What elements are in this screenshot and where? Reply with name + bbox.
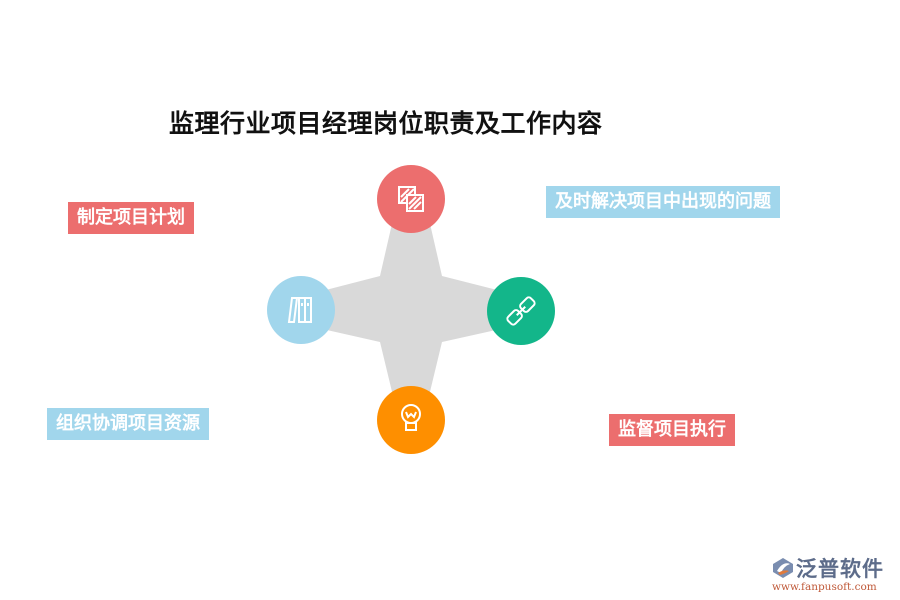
logo-url: www.fanpusoft.com bbox=[772, 581, 877, 593]
page-title: 监理行业项目经理岗位职责及工作内容 bbox=[169, 109, 603, 138]
node-left bbox=[267, 276, 335, 344]
node-top bbox=[377, 165, 445, 233]
label-supervise-execution: 监督项目执行 bbox=[609, 414, 735, 446]
node-bottom bbox=[377, 386, 445, 454]
logo-name: 泛普软件 bbox=[796, 557, 884, 581]
fanpu-logo: 泛普软件 www.fanpusoft.com bbox=[768, 553, 898, 598]
node-right bbox=[487, 277, 555, 345]
label-solve-problems: 及时解决项目中出现的问题 bbox=[546, 186, 780, 218]
logo-mark-icon bbox=[773, 558, 793, 578]
label-make-plan: 制定项目计划 bbox=[68, 202, 194, 234]
link-icon bbox=[506, 296, 536, 326]
layers-icon bbox=[398, 186, 424, 212]
star-shape bbox=[318, 215, 505, 400]
label-coordinate-resources: 组织协调项目资源 bbox=[47, 408, 209, 440]
books-icon bbox=[287, 297, 312, 323]
lightbulb-icon bbox=[401, 404, 421, 431]
